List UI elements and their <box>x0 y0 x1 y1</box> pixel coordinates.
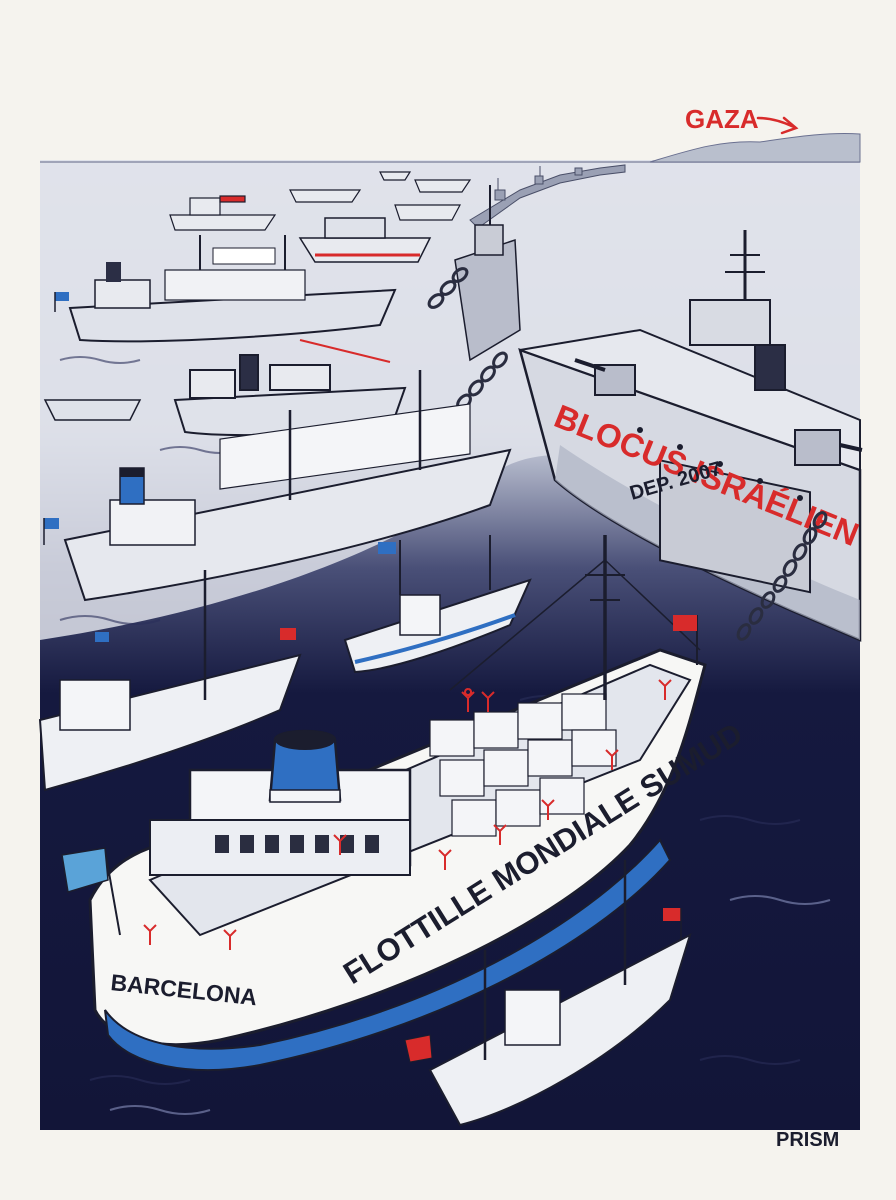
fishing-boat-blue-stripe <box>343 535 532 674</box>
main-ship-cargo <box>429 693 617 837</box>
cargo-ship-blue-funnel <box>43 370 512 602</box>
distant-boats <box>169 171 472 231</box>
main-ship-crowd <box>143 679 672 950</box>
gaza-coastline <box>649 132 861 163</box>
warship-bridge <box>689 299 771 346</box>
gaza-arrow-icon <box>756 116 799 135</box>
main-ship-funnel <box>268 729 342 803</box>
main-ship-flags <box>61 615 698 936</box>
small-boat-left <box>43 399 142 421</box>
anchor-chain <box>736 511 828 641</box>
red-passenger-ferry <box>298 217 432 263</box>
blockade-mid-ship <box>454 185 521 362</box>
artist-signature: PRISM <box>776 1129 839 1151</box>
gaza-label: GAZA <box>685 104 759 134</box>
main-ship-windows <box>215 835 379 853</box>
fishing-boat-bottom <box>404 860 692 1127</box>
warship-rear-turret <box>794 429 841 466</box>
warship-portholes <box>637 427 803 501</box>
trawler-left <box>38 570 302 792</box>
blockade-line <box>469 164 626 229</box>
cargo-ship-upper-left <box>54 235 397 343</box>
main-ship-waterline <box>104 838 672 1071</box>
warship-funnel <box>754 344 786 391</box>
